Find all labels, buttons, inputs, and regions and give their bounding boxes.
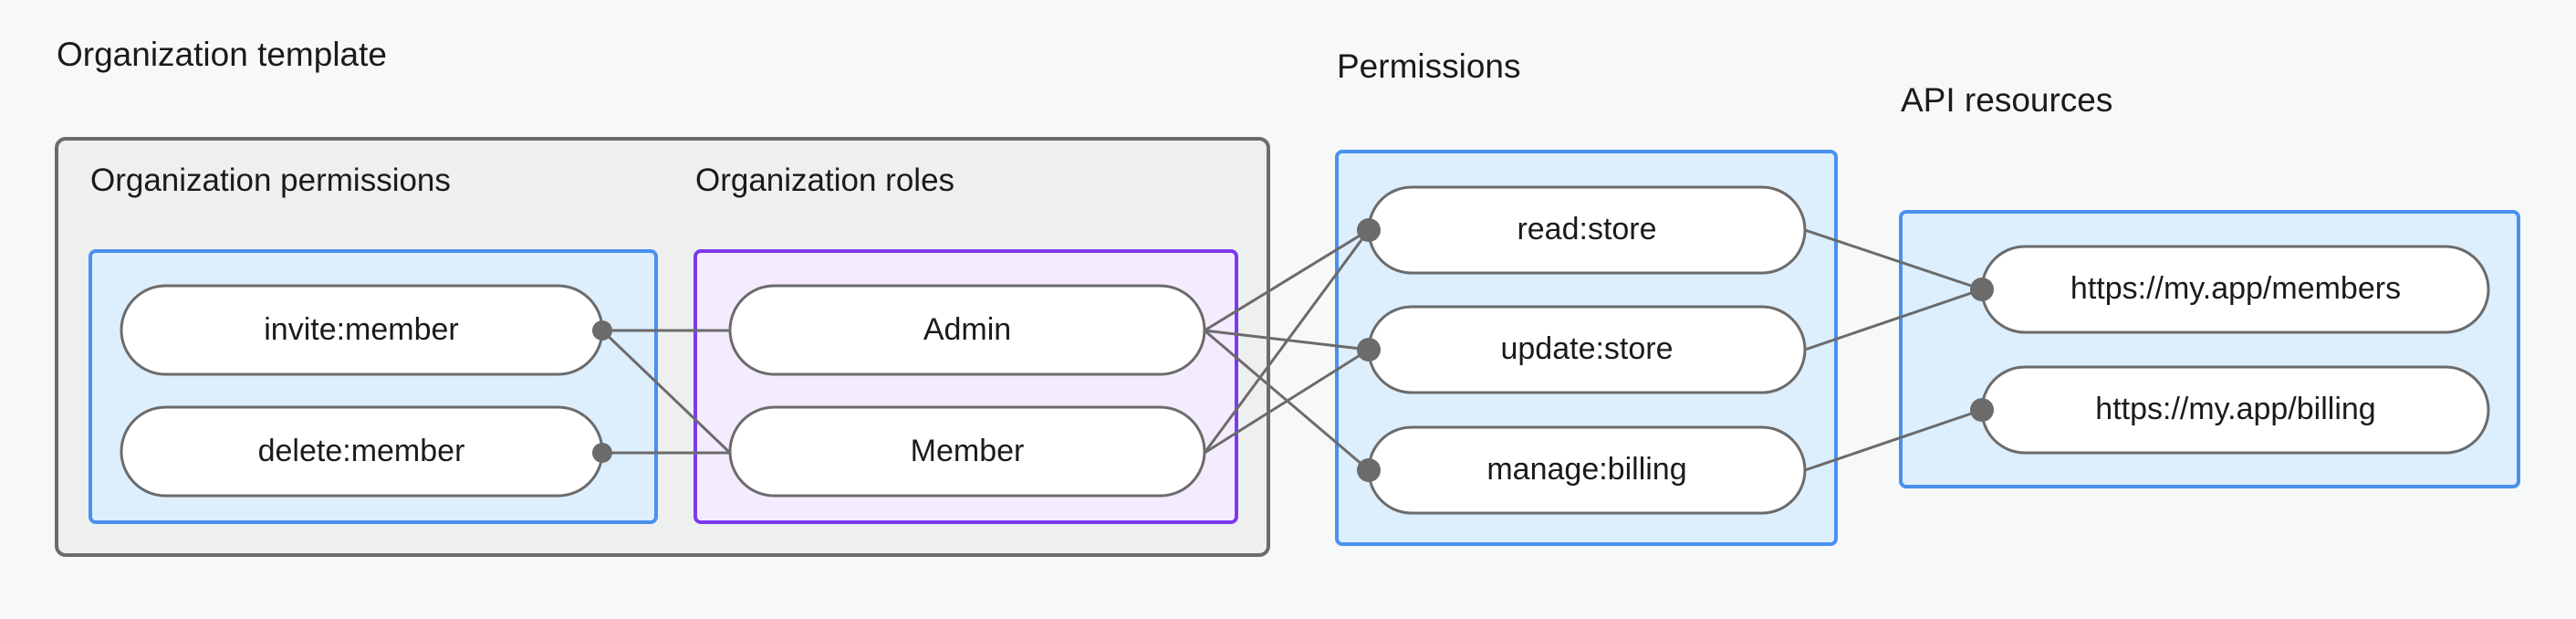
- anchor-delete-member-out: [592, 443, 612, 463]
- anchor-read-store-in: [1357, 218, 1381, 242]
- node-delete-member-label: delete:member: [258, 434, 465, 468]
- organization-roles-title: Organization roles: [695, 163, 954, 198]
- node-read-store[interactable]: read:store: [1367, 185, 1807, 275]
- edge-admin-to-read-store: [1204, 228, 1370, 332]
- node-manage-billing[interactable]: manage:billing: [1367, 425, 1807, 515]
- anchor-manage-billing-in: [1357, 458, 1381, 482]
- edge-invite-member-to-member: [600, 329, 732, 455]
- node-member-label: Member: [911, 434, 1025, 468]
- organization-template-title: Organization template: [57, 36, 387, 73]
- node-admin[interactable]: Admin: [728, 284, 1206, 376]
- api-resources-title: API resources: [1901, 81, 2112, 119]
- node-delete-member[interactable]: delete:member: [120, 405, 604, 498]
- anchor-members-resource-in: [1970, 278, 1994, 301]
- node-read-store-label: read:store: [1517, 212, 1656, 247]
- node-billing-resource-label: https://my.app/billing: [2095, 392, 2375, 426]
- node-billing-resource[interactable]: https://my.app/billing: [1980, 365, 2490, 455]
- edge-manage-billing-to-billing-resource: [1804, 408, 1983, 472]
- anchor-update-store-in: [1357, 338, 1381, 362]
- organization-permissions-title: Organization permissions: [90, 163, 451, 198]
- node-invite-member[interactable]: invite:member: [120, 284, 604, 376]
- node-update-store-label: update:store: [1500, 331, 1673, 366]
- node-member[interactable]: Member: [728, 405, 1206, 498]
- edge-layer: [600, 228, 1983, 472]
- edge-member-to-update-store: [1204, 348, 1370, 455]
- node-invite-member-label: invite:member: [264, 312, 459, 347]
- node-manage-billing-label: manage:billing: [1486, 452, 1686, 487]
- edge-member-to-read-store: [1203, 229, 1371, 454]
- node-update-store[interactable]: update:store: [1367, 305, 1807, 394]
- edge-update-store-to-members-resource: [1804, 288, 1983, 351]
- permissions-title: Permissions: [1337, 47, 1521, 85]
- anchor-invite-member-out: [592, 320, 612, 341]
- node-members-resource-label: https://my.app/members: [2070, 271, 2401, 306]
- node-admin-label: Admin: [923, 312, 1011, 347]
- anchor-billing-resource-in: [1970, 398, 1994, 422]
- anchor-layer: [592, 218, 1994, 482]
- node-members-resource[interactable]: https://my.app/members: [1980, 245, 2490, 334]
- edge-read-store-to-members-resource: [1804, 228, 1983, 291]
